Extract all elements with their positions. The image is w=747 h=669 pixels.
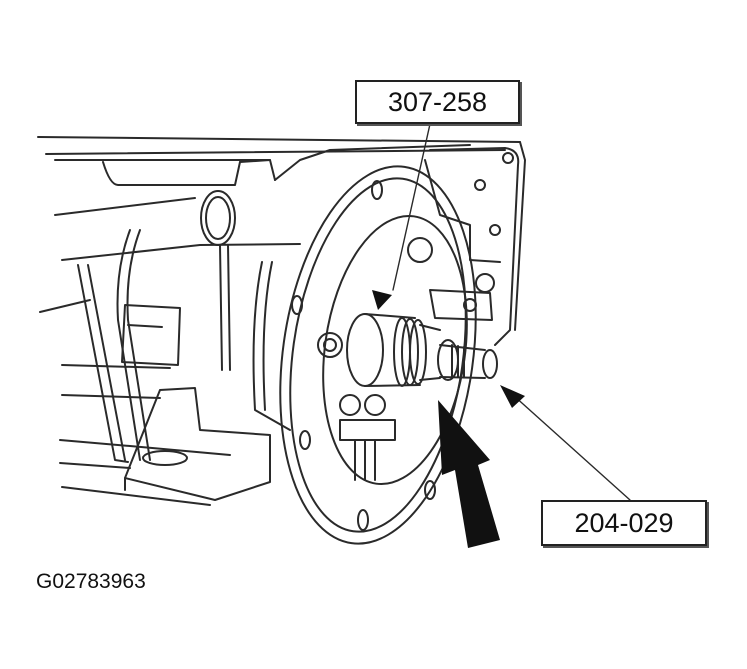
callout-307-258: 307-258 <box>355 80 520 124</box>
callout-label: 204-029 <box>574 507 674 538</box>
leader-arrowhead-307-258 <box>372 290 392 310</box>
direction-arrow-icon <box>438 400 500 548</box>
callout-label: 307-258 <box>387 86 488 117</box>
figure-id: G02783963 <box>36 570 146 593</box>
leader-arrowhead-204-029 <box>500 385 525 408</box>
callout-204-029: 204-029 <box>541 500 707 546</box>
